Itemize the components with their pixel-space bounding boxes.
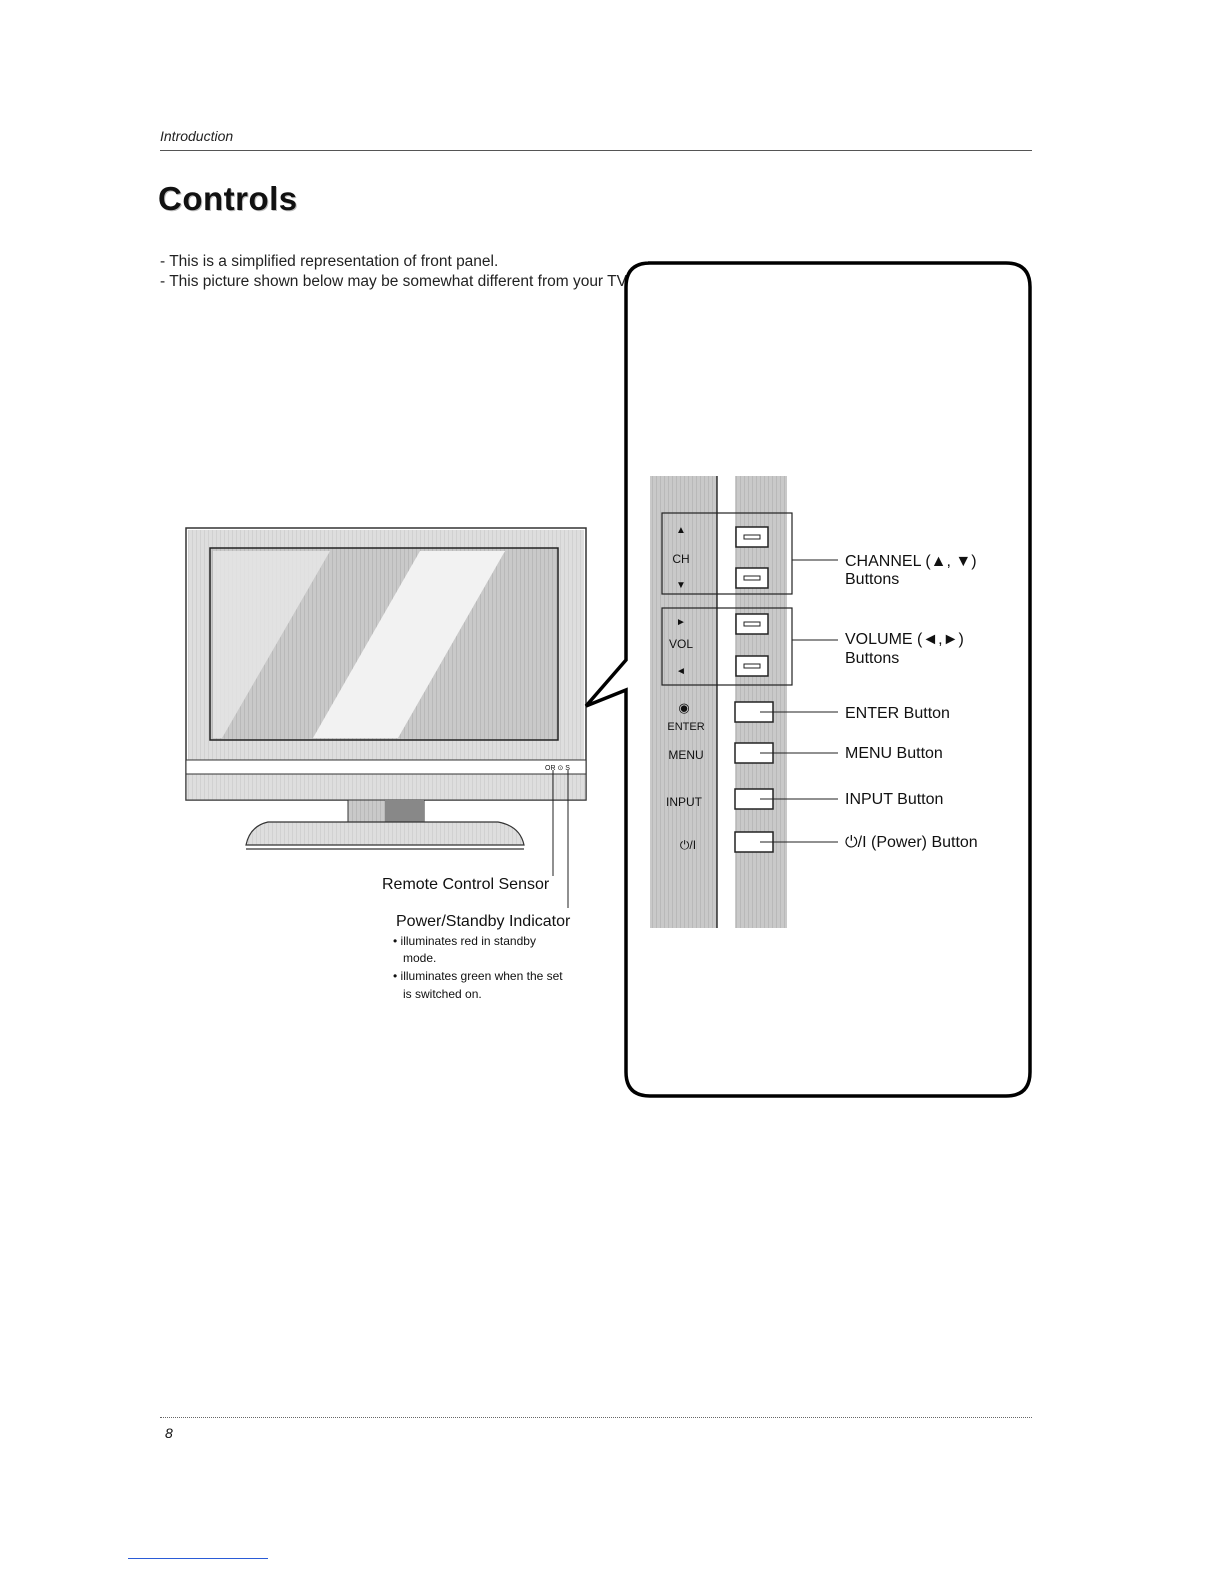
- tv-bottom-panel: [185, 773, 587, 801]
- input-button-label: INPUT Button: [845, 791, 943, 808]
- front-indicator-text: OR ⊙ S: [545, 765, 570, 772]
- ch-label: CH: [672, 552, 689, 566]
- volume-down-button: [735, 655, 769, 677]
- bottom-link-underline: [128, 1558, 268, 1559]
- section-label: Introduction: [160, 128, 234, 144]
- header-rule: [160, 150, 1032, 151]
- tv-stand-base: [245, 821, 525, 846]
- enter-symbol-icon: ◉: [678, 700, 689, 715]
- remote-sensor-label: Remote Control Sensor: [382, 876, 550, 893]
- volume-up-button: [735, 613, 769, 635]
- tv-neck-shade: [385, 800, 424, 822]
- vol-label: VOL: [669, 637, 693, 651]
- page-title: Controls: [158, 180, 298, 217]
- channel-down-button: [735, 567, 769, 589]
- volume-buttons-label-2: Buttons: [845, 650, 899, 667]
- ch-up-icon: ▲: [676, 525, 686, 536]
- power-indicator-bullet-1b: mode.: [403, 951, 436, 965]
- power-button-label: ⏻/I (Power) Button: [845, 834, 978, 851]
- enter-label: ENTER: [667, 721, 704, 733]
- vol-down-icon: ◄: [676, 666, 686, 677]
- volume-group-box: [661, 607, 793, 686]
- tv-illustration: OR ⊙ S: [185, 527, 587, 908]
- tv-front-bar: [185, 759, 587, 775]
- intro-note-2: - This picture shown below may be somewh…: [160, 273, 630, 290]
- channel-up-button: [735, 526, 769, 548]
- channel-buttons-label: CHANNEL (▲, ▼): [845, 553, 977, 570]
- screen-glare-stripe: [313, 551, 505, 738]
- vol-up-icon: ►: [676, 617, 686, 628]
- channel-buttons-label-2: Buttons: [845, 571, 899, 588]
- power-indicator-bullet-2: • illuminates green when the set: [393, 969, 563, 983]
- control-panel-strip: ▲ CH ▼ ► VOL ◄ ◉ ENTER MENU INPUT ⏻/I: [650, 476, 838, 928]
- page-number: 8: [165, 1425, 173, 1441]
- menu-label: MENU: [668, 748, 703, 762]
- power-indicator-label: Power/Standby Indicator: [396, 913, 571, 930]
- screen-glare-left: [213, 551, 330, 738]
- intro-note-1: - This is a simplified representation of…: [160, 253, 499, 270]
- footer-rule: [160, 1417, 1032, 1418]
- channel-group-box: [661, 512, 793, 595]
- input-label: INPUT: [666, 795, 703, 809]
- power-indicator-bullet-1: • illuminates red in standby: [393, 934, 536, 948]
- strip-label-column: [650, 476, 717, 928]
- volume-buttons-label: VOLUME (◄,►): [845, 631, 964, 648]
- ch-down-icon: ▼: [676, 580, 686, 591]
- menu-button-label: MENU Button: [845, 745, 943, 762]
- power-strip-label: ⏻/I: [680, 838, 696, 852]
- power-indicator-bullet-2b: is switched on.: [403, 987, 482, 1001]
- enter-button-label: ENTER Button: [845, 705, 950, 722]
